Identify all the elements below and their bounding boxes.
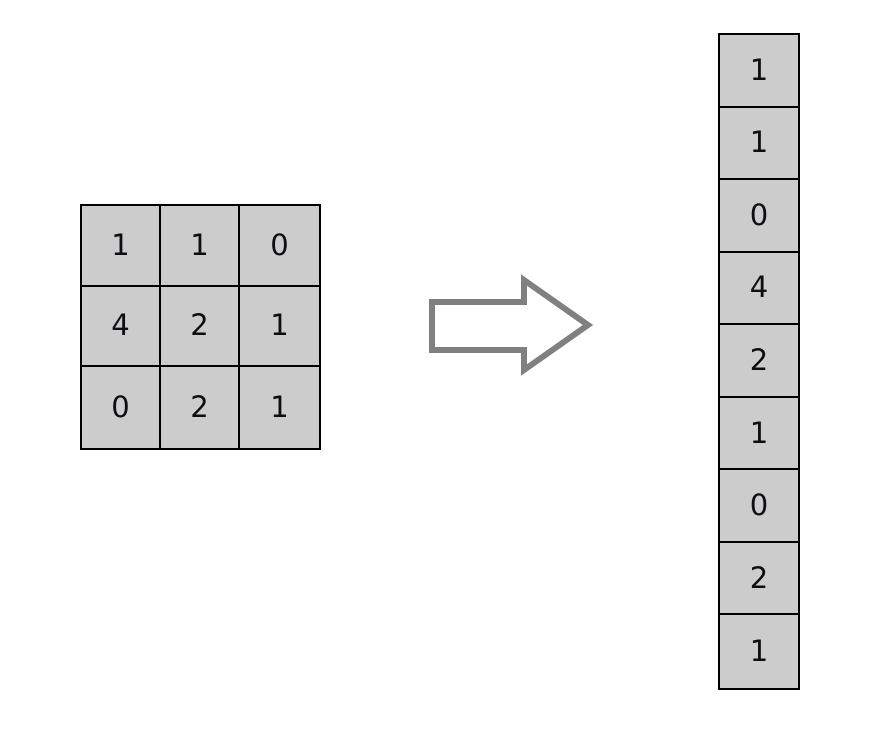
matrix-cell-r1c2: 1: [240, 286, 319, 368]
matrix-cell-r0c0: 1: [82, 206, 161, 287]
matrix-cell-r0c2: 0: [240, 206, 319, 287]
matrix-cell-r1c1: 2: [161, 286, 240, 368]
matrix-cell-r1c0: 4: [82, 286, 161, 368]
matrix-cell-r2c0: 0: [82, 367, 161, 448]
vector-cell-6: 0: [720, 470, 798, 543]
flattened-column-vector: 1 1 0 4 2 1 0 2 1: [718, 33, 800, 690]
vector-cell-2: 0: [720, 180, 798, 253]
vector-cell-4: 2: [720, 325, 798, 398]
vector-cell-3: 4: [720, 252, 798, 326]
vector-cell-1: 1: [720, 107, 798, 181]
vector-cell-8: 1: [720, 615, 798, 688]
source-matrix: 1 1 0 4 2 1 0 2 1: [80, 204, 321, 450]
block-arrow-right-icon: [424, 272, 596, 378]
matrix-cell-r2c2: 1: [240, 367, 319, 448]
vector-cell-7: 2: [720, 542, 798, 616]
vector-cell-5: 1: [720, 397, 798, 471]
matrix-cell-r0c1: 1: [161, 206, 240, 287]
vector-cell-0: 1: [720, 35, 798, 108]
matrix-cell-r2c1: 2: [161, 367, 240, 448]
